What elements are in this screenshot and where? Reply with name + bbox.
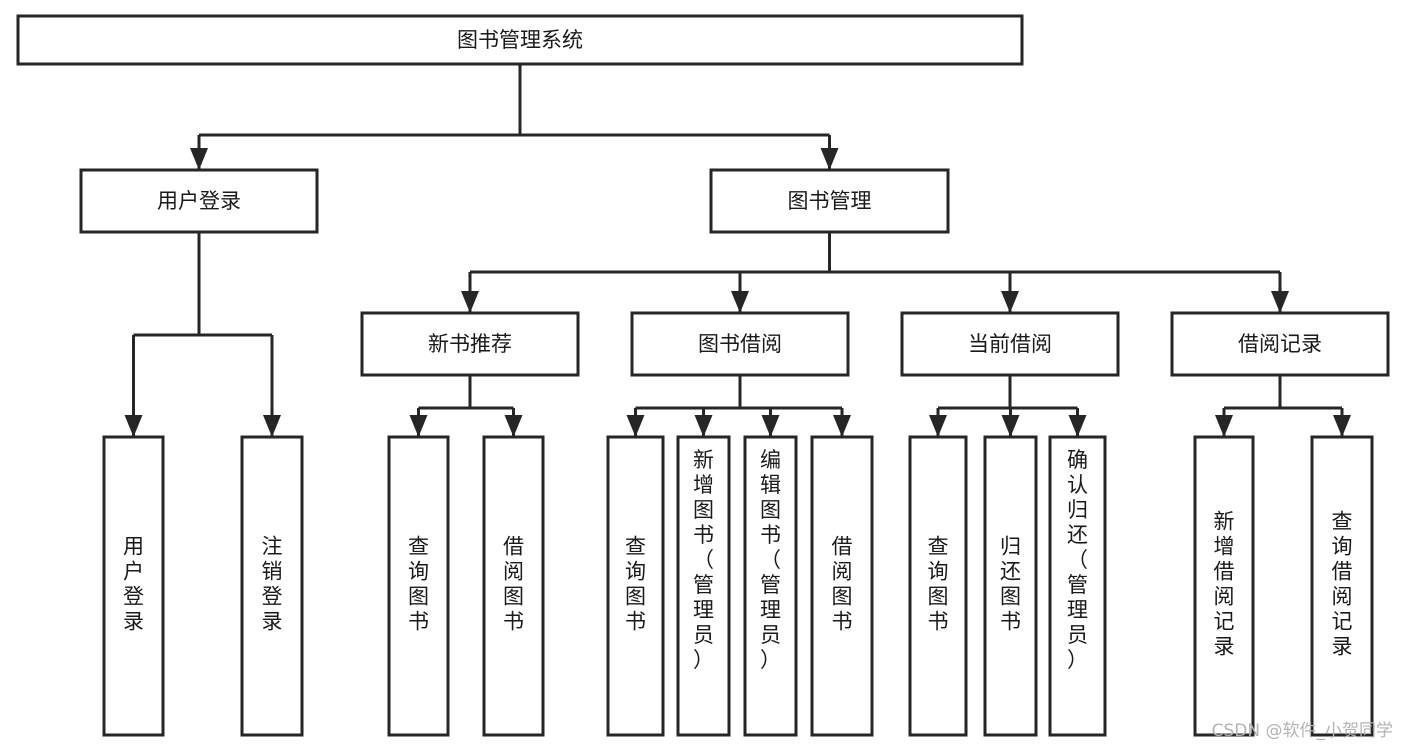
- node-box-new-book-recommend: [360, 311, 580, 377]
- node-leaf-query-book-recommend[interactable]: 查询图书: [387, 435, 450, 737]
- node-box-leaf-query-record: [1310, 435, 1374, 737]
- node-label-root: 图书管理系统: [457, 28, 583, 52]
- arrow-head-icon-leaf-query-book-borrow: [626, 415, 645, 437]
- node-box-leaf-user-login: [102, 435, 165, 737]
- node-box-root: [16, 14, 1024, 66]
- node-leaf-return-book[interactable]: 归还图书: [983, 435, 1038, 737]
- node-label-leaf-query-book-current: 查询图书: [928, 535, 949, 634]
- node-leaf-query-record[interactable]: 查询借阅记录: [1310, 435, 1374, 737]
- node-borrow-record[interactable]: 借阅记录: [1170, 311, 1390, 377]
- node-label-book-management: 图书管理: [788, 189, 872, 213]
- node-leaf-confirm-return[interactable]: 确认归还（管理员）: [1048, 435, 1107, 737]
- node-box-leaf-confirm-return: [1048, 435, 1107, 737]
- arrow-head-icon-leaf-query-record: [1333, 415, 1351, 437]
- node-leaf-add-record[interactable]: 新增借阅记录: [1193, 435, 1255, 737]
- node-label-leaf-query-book-borrow: 查询图书: [625, 535, 646, 634]
- arrow-head-icon-new-book-recommend: [461, 291, 479, 313]
- node-user-login[interactable]: 用户登录: [79, 168, 319, 234]
- arrow-head-icon-leaf-borrow-book: [833, 415, 851, 437]
- node-box-leaf-logout: [240, 435, 304, 737]
- node-box-user-login: [79, 168, 319, 234]
- arrow-head-icon-current-borrow: [1001, 291, 1019, 313]
- node-leaf-borrow-book[interactable]: 借阅图书: [810, 435, 874, 737]
- node-label-book-borrow: 图书借阅: [698, 332, 782, 356]
- node-box-current-borrow: [900, 311, 1120, 377]
- watermark-label: CSDN @软件_小贺同学: [1211, 721, 1393, 741]
- node-label-leaf-confirm-return: 确认归还（管理员）: [1067, 448, 1088, 672]
- node-box-leaf-borrow-book-recommend: [482, 435, 545, 737]
- node-new-book-recommend[interactable]: 新书推荐: [360, 311, 580, 377]
- node-label-leaf-borrow-book-recommend: 借阅图书: [503, 535, 524, 634]
- node-box-leaf-edit-book: [743, 435, 798, 737]
- node-box-book-management: [709, 168, 950, 234]
- node-leaf-query-book-current[interactable]: 查询图书: [908, 435, 968, 737]
- arrow-head-icon-book-borrow: [731, 291, 749, 313]
- node-box-leaf-query-book-current: [908, 435, 968, 737]
- node-box-book-borrow: [630, 311, 850, 377]
- node-leaf-edit-book[interactable]: 编辑图书（管理员）: [743, 435, 798, 737]
- node-label-leaf-user-login: 用户登录: [123, 535, 144, 634]
- node-root[interactable]: 图书管理系统: [16, 14, 1024, 66]
- node-box-borrow-record: [1170, 311, 1390, 377]
- node-label-leaf-query-book-recommend: 查询图书: [408, 535, 429, 634]
- node-leaf-query-book-borrow[interactable]: 查询图书: [606, 435, 665, 737]
- node-label-user-login: 用户登录: [157, 189, 241, 213]
- arrow-head-icon-leaf-confirm-return: [1068, 415, 1087, 437]
- node-leaf-add-book[interactable]: 新增图书（管理员）: [676, 435, 731, 737]
- node-box-leaf-query-book-borrow: [606, 435, 665, 737]
- node-label-leaf-logout: 注销登录: [262, 535, 283, 634]
- arrow-head-icon-user-login: [190, 148, 208, 170]
- node-box-leaf-return-book: [983, 435, 1038, 737]
- node-leaf-user-login[interactable]: 用户登录: [102, 435, 165, 737]
- node-leaf-logout[interactable]: 注销登录: [240, 435, 304, 737]
- nodes-layer: 图书管理系统用户登录图书管理新书推荐图书借阅当前借阅借阅记录用户登录注销登录查询…: [16, 14, 1390, 737]
- node-box-leaf-query-book-recommend: [387, 435, 450, 737]
- node-current-borrow[interactable]: 当前借阅: [900, 311, 1120, 377]
- node-label-leaf-borrow-book: 借阅图书: [832, 535, 853, 634]
- node-box-leaf-add-record: [1193, 435, 1255, 737]
- arrow-head-icon-leaf-add-book: [694, 415, 713, 437]
- arrow-head-icon-leaf-user-login: [124, 415, 143, 437]
- node-label-leaf-add-book: 新增图书（管理员）: [693, 448, 714, 672]
- node-label-leaf-edit-book: 编辑图书（管理员）: [760, 448, 781, 672]
- node-label-borrow-record: 借阅记录: [1238, 332, 1322, 356]
- node-book-borrow[interactable]: 图书借阅: [630, 311, 850, 377]
- node-label-leaf-add-record: 新增借阅记录: [1214, 510, 1235, 659]
- arrow-head-icon-leaf-borrow-book-recommend: [504, 415, 523, 437]
- edges-layer: [124, 64, 1351, 437]
- node-label-leaf-return-book: 归还图书: [1000, 535, 1021, 634]
- arrow-head-icon-leaf-edit-book: [761, 415, 780, 437]
- arrow-head-icon-leaf-add-record: [1215, 415, 1233, 437]
- node-box-leaf-borrow-book: [810, 435, 874, 737]
- node-leaf-borrow-book-recommend[interactable]: 借阅图书: [482, 435, 545, 737]
- arrow-head-icon-borrow-record: [1271, 291, 1289, 313]
- arrow-head-icon-leaf-query-book-recommend: [409, 415, 428, 437]
- arrow-head-icon-leaf-return-book: [1001, 415, 1020, 437]
- node-box-leaf-add-book: [676, 435, 731, 737]
- node-label-leaf-query-record: 查询借阅记录: [1332, 510, 1353, 659]
- arrow-head-icon-leaf-logout: [263, 415, 281, 437]
- arrow-head-icon-book-management: [820, 148, 839, 170]
- node-label-new-book-recommend: 新书推荐: [428, 332, 512, 356]
- node-book-management[interactable]: 图书管理: [709, 168, 950, 234]
- node-label-current-borrow: 当前借阅: [968, 332, 1052, 356]
- arrow-head-icon-leaf-query-book-current: [929, 415, 947, 437]
